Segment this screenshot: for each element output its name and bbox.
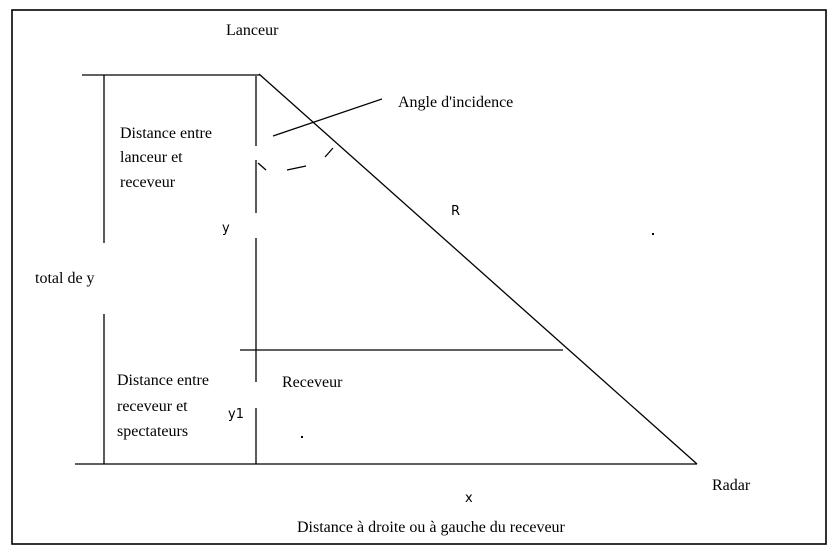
radar-label: Radar [712, 477, 751, 494]
y-label: y [222, 221, 230, 236]
dist-receveur-spectateurs-line1: Distance entre [117, 372, 209, 389]
total-y-label: total de y [35, 270, 95, 287]
x-label: x [465, 491, 473, 506]
stray-dot-2 [301, 436, 303, 438]
dist-receveur-spectateurs-line3: spectateurs [117, 423, 188, 440]
receveur-label: Receveur [282, 374, 343, 391]
dist-lanceur-receveur-line2: lanceur et [120, 149, 183, 166]
r-label: R [451, 204, 460, 219]
angle-label: Angle d'incidence [398, 94, 513, 111]
dist-lanceur-receveur-line3: receveur [120, 174, 176, 191]
angle-pointer-line [272, 98, 383, 137]
angle-arc [257, 147, 334, 171]
y1-label: y1 [228, 407, 244, 422]
stray-dot-1 [652, 233, 654, 235]
outer-frame [11, 9, 827, 545]
hypotenuse-r [258, 73, 698, 465]
lanceur-label: Lanceur [226, 22, 279, 39]
dist-droite-gauche-label: Distance à droite ou à gauche du receveu… [297, 519, 566, 536]
dist-lanceur-receveur-line1: Distance entre [120, 125, 212, 142]
dist-receveur-spectateurs-line2: receveur et [117, 398, 188, 415]
